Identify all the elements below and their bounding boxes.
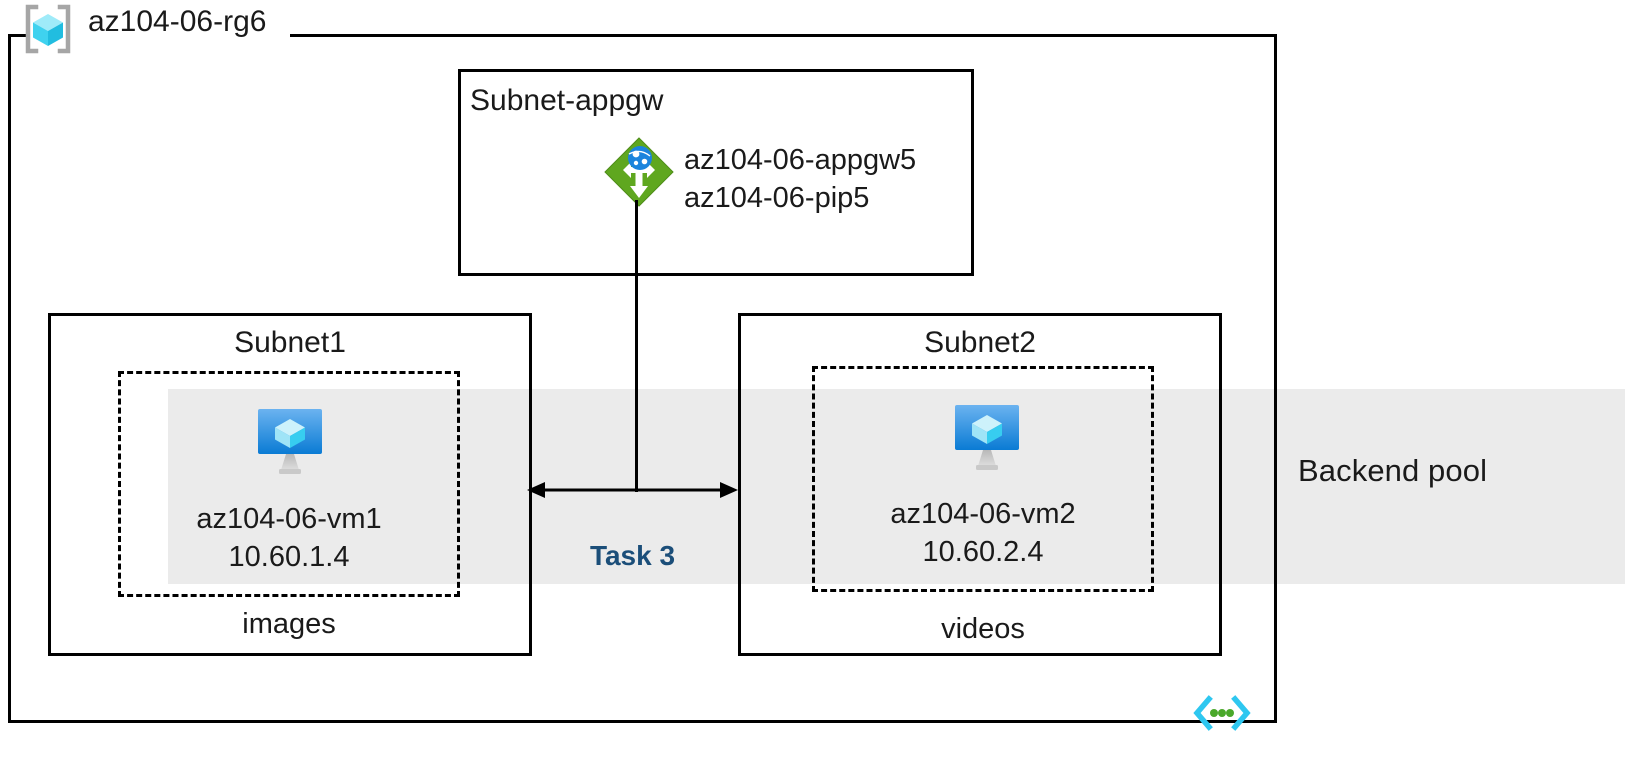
resource-group-icon [22,3,74,55]
appgw-name: az104-06-appgw5 [684,144,917,176]
rg-border-top-left [8,34,30,37]
subnet2-footer-label: videos [941,613,1025,645]
backend-pool-band [168,389,1625,584]
subnet-appgw-title: Subnet-appgw [470,84,664,117]
appgw-connector-line [635,200,638,492]
subnet-icon [1192,692,1252,734]
subnet1-title: Subnet1 [234,326,346,359]
vm2-name: az104-06-vm2 [890,498,1076,530]
subnet2-box [738,313,1222,656]
vm2-labels: az104-06-vm2 10.60.2.4 [812,495,1154,571]
vm1-name: az104-06-vm1 [196,503,382,535]
backend-pool-label: Backend pool [1298,453,1488,488]
vm1-labels: az104-06-vm1 10.60.1.4 [118,500,460,576]
virtual-machine-icon [947,402,1027,474]
pip-name: az104-06-pip5 [684,182,870,214]
virtual-machine-icon [250,406,330,478]
rg-border-bottom [8,720,1277,723]
resource-group-label: az104-06-rg6 [88,5,267,38]
application-gateway-icon [603,136,675,208]
subnet1-dashed-boundary [118,371,460,597]
task-label: Task 3 [589,540,676,571]
subnet2-title: Subnet2 [924,326,1036,359]
appgw-resource-names: az104-06-appgw5 az104-06-pip5 [684,141,916,217]
subnet-appgw-box [458,69,974,276]
vm2-ip: 10.60.2.4 [922,536,1044,568]
rg-border-left [8,34,11,723]
subnet1-box [48,313,532,656]
vm1-ip: 10.60.1.4 [228,541,350,573]
subnet2-dashed-boundary [812,366,1154,592]
rg-border-top-right [290,34,1277,37]
subnet-connector-arrow [525,474,740,508]
rg-border-right [1274,34,1277,723]
subnet1-footer-label: images [242,608,336,640]
